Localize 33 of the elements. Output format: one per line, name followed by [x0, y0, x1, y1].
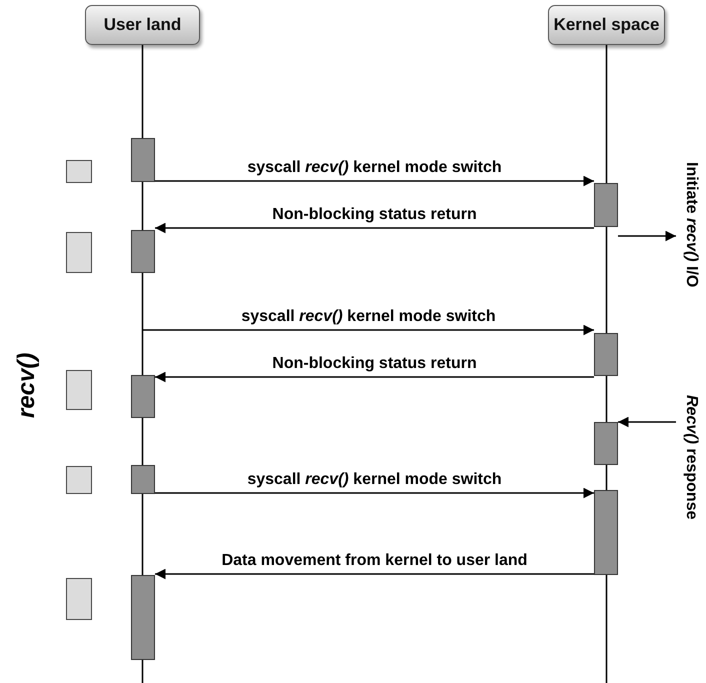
edge-label: Data movement from kernel to user land: [222, 552, 528, 570]
small-box: [66, 466, 92, 494]
activation-bar: [594, 422, 618, 465]
small-box: [66, 370, 92, 410]
lifeline-header: User land: [85, 5, 200, 45]
activation-bar: [131, 375, 155, 418]
edge-label: syscall recv() kernel mode switch: [247, 471, 502, 489]
arrow: [618, 230, 676, 242]
edge-label: syscall recv() kernel mode switch: [247, 159, 502, 177]
arrow: [155, 568, 594, 580]
annotation-text: Initiate recv() I/O: [678, 110, 704, 340]
arrow: [155, 488, 594, 498]
activation-bar: [131, 465, 155, 494]
edge-label: syscall recv() kernel mode switch: [241, 308, 496, 326]
lifeline-header: Kernel space: [548, 5, 665, 45]
activation-bar: [594, 333, 618, 376]
small-box: [66, 232, 92, 273]
arrow: [155, 372, 594, 382]
arrow: [155, 176, 594, 186]
edge-label: Non-blocking status return: [272, 355, 477, 373]
small-box: [66, 160, 92, 183]
annotation-text: Recv() response: [678, 362, 704, 552]
activation-bar: [131, 230, 155, 273]
activation-bar: [594, 490, 618, 575]
arrow: [155, 222, 594, 234]
small-box: [66, 578, 92, 620]
activation-bar: [594, 183, 618, 227]
side-title: recv(): [12, 351, 41, 420]
arrow: [143, 324, 594, 336]
arrow: [618, 416, 676, 428]
edge-label: Non-blocking status return: [272, 206, 477, 224]
activation-bar: [131, 575, 155, 660]
activation-bar: [131, 138, 155, 182]
